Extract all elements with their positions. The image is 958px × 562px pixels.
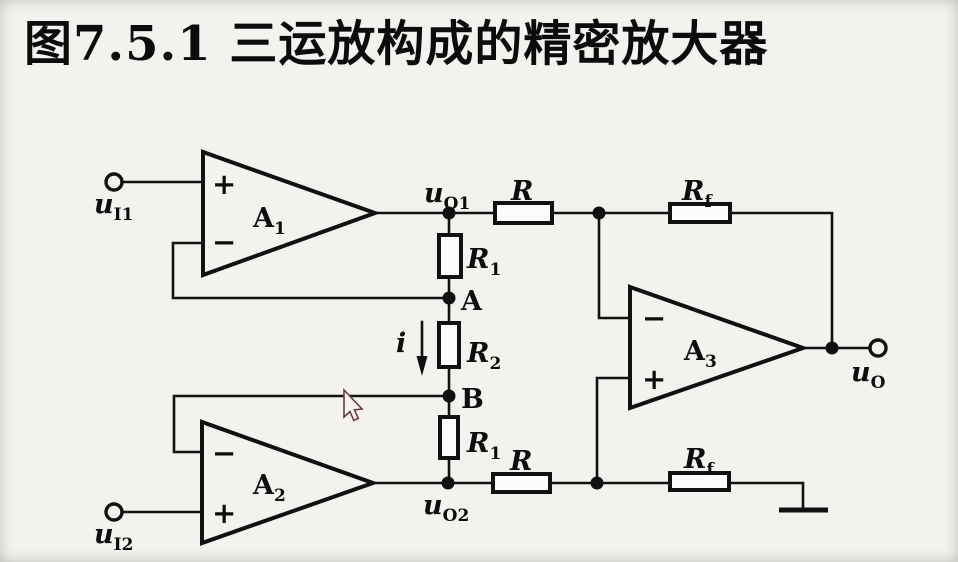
wire-a2-feedback [172,394,445,454]
label-uo1: uO1 [424,178,470,214]
opamp-a1-label: A1 [252,203,286,239]
opamp-a2-minus-sign: − [212,436,236,470]
label-node-b: B [461,384,484,415]
opamp-a3-triangle [628,284,810,411]
opamp-a3-plus-sign: + [642,362,666,396]
opamp-a1: + − A1 [201,149,381,278]
current-arrow: i [396,320,428,376]
node-a-dot [442,291,456,305]
wire-rf-top-to-output [728,211,834,350]
resistor-r-top [493,201,554,225]
wire-rf-bottom-to-ground [727,481,805,511]
node-uo2-dot [441,476,455,490]
opamp-a2-plus-sign: + [212,496,236,530]
opamp-a1-triangle [201,149,381,278]
resistor-r1-upper [437,233,463,279]
terminal-ui1-icon [104,172,124,192]
opamp-a2-label: A2 [252,470,286,506]
opamp-a2-triangle [200,419,379,546]
node-output-dot [825,341,839,355]
label-r2: R2 [466,338,501,374]
label-r1-upper: R1 [466,244,501,280]
resistor-r1-lower [438,415,460,460]
figure-title: 图7.5.1 三运放构成的精密放大器 [24,16,769,72]
label-ui1: uI1 [94,189,133,225]
opamp-a3: − + A3 [628,284,810,411]
label-rf-top: Rf [681,176,713,212]
wire-a1-feedback [171,241,445,300]
current-arrowhead-icon [416,356,428,376]
resistor-rf-bottom [668,471,731,492]
label-ui2: uI2 [94,519,133,555]
label-node-a: A [460,286,483,317]
opamp-a3-label: A3 [683,336,717,372]
label-rf-bottom: Rf [683,444,715,480]
opamp-a2: − + A2 [200,419,379,546]
terminal-uo-icon [868,338,888,358]
label-uo: uO [851,357,886,393]
label-r1-lower: R1 [466,428,501,464]
resistor-rf-top [668,202,732,224]
opamp-a1-plus-sign: + [212,167,236,201]
node-b-dot [442,389,456,403]
terminal-ui2-icon [104,502,124,522]
label-uo2: uO2 [423,490,469,526]
node-top-rail-dot [592,206,606,220]
wire-a3-noninverting-lead [595,376,632,485]
label-current-i: i [396,328,406,359]
label-r-bottom: R [509,446,532,477]
opamp-a1-minus-sign: − [212,225,236,259]
resistor-r-bottom [491,472,552,494]
label-r-top: R [510,176,533,207]
resistor-r2 [437,321,461,369]
node-uo1-dot [442,206,456,220]
opamp-a3-minus-sign: − [642,301,666,335]
node-bottom-rail-dot [590,476,604,490]
wire-a3-inverting-lead [597,211,632,320]
mouse-cursor-icon [343,387,364,422]
